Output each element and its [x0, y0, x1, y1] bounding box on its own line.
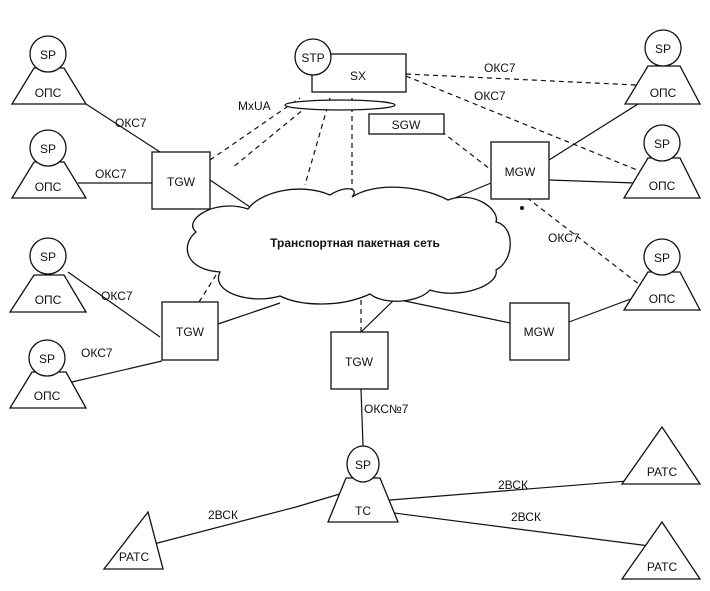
link-sx-ops-tr [405, 73, 637, 86]
link-tgw-left-cloud-dash [198, 271, 219, 303]
sp-label: SP [40, 250, 56, 264]
link-mgw-ops-mr [548, 179, 636, 184]
mxua-label: MxUA [238, 99, 271, 113]
mxua: MxUA [238, 99, 396, 113]
ops-node-mid-left: SP ОПС [10, 129, 88, 199]
ratc-right-1: РАТС [620, 425, 702, 485]
link-ops-tl-tgw [85, 103, 161, 153]
ops-node-mid-right: SP ОПС [622, 124, 702, 199]
tgw-bottom: TGW [330, 331, 389, 390]
sp-label: SP [654, 137, 670, 151]
link-ops-bl2-tgw [71, 360, 163, 383]
link-label-okc7: ОКС7 [484, 61, 516, 75]
link-mgw-ops-tr [548, 103, 639, 161]
sgw-node: SGW [368, 113, 445, 135]
mgw-bottom: MGW [509, 302, 570, 361]
tc-label: ТС [355, 504, 371, 518]
link-label-okc7: ОКС7 [548, 231, 580, 245]
ops-node-top-right: SP ОПС [623, 29, 702, 105]
link-label-okc7: ОКС7 [101, 289, 133, 303]
ops-label: ОПС [35, 86, 62, 100]
tgw-left-label: TGW [176, 325, 205, 339]
ops-node-bottom-left-2: SP ОПС [8, 339, 88, 409]
link-ops-bl1-tgw [67, 271, 161, 338]
link-label-okc7: ОКС7 [115, 116, 147, 130]
link-tgw-bottom-cloud [360, 298, 396, 333]
tc-node: SP ТС [327, 445, 399, 523]
ops-node-bottom-left-1: SP ОПС [8, 237, 88, 313]
sp-label: SP [654, 251, 670, 265]
ops-label: ОПС [649, 179, 676, 193]
sx-node: SX STP [294, 38, 407, 93]
link-tc-ratc-r1 [339, 479, 641, 505]
sgw-label: SGW [392, 118, 421, 132]
mgw-bottom-label: MGW [524, 325, 555, 339]
link-mgw-bottom-ops-r3 [568, 296, 637, 323]
link-mxua-cloud-1 [304, 97, 331, 186]
stp-label: STP [301, 51, 324, 65]
ratc-label: РАТС [119, 550, 150, 564]
ops-label: ОПС [35, 293, 62, 307]
cloud-label: Транспортная пакетная сеть [270, 236, 440, 250]
link-sgw-ops-r3 [419, 114, 641, 286]
tgw-top-label: TGW [167, 175, 196, 189]
ratc-label: РАТС [647, 560, 678, 574]
link-tgw-bottom-tc [360, 388, 364, 447]
sp-label: SP [39, 352, 55, 366]
ratc-right-2: РАТС [620, 520, 702, 580]
sp-label: SP [355, 458, 371, 472]
tgw-top: TGW [151, 151, 211, 210]
ratc-label: РАТС [647, 465, 678, 479]
ops-label: ОПС [650, 86, 677, 100]
ops-label: ОПС [649, 292, 676, 306]
ops-node-right-3: SP ОПС [622, 238, 702, 311]
link-cloud-mgw-bottom [399, 299, 511, 324]
stray-dot [520, 206, 524, 210]
link-tgw-left-cloud [217, 302, 281, 325]
tgw-left: TGW [161, 301, 219, 361]
link-label-2bck: 2ВСК [498, 478, 528, 492]
link-label-2bck: 2ВСК [208, 508, 238, 522]
tgw-bottom-label: TGW [345, 355, 374, 369]
link-label-2bck: 2ВСК [511, 510, 541, 524]
link-tgw-top-mxua [209, 97, 301, 161]
ops-label: ОПС [35, 180, 62, 194]
link-label-okcn7: ОКС№7 [364, 402, 409, 416]
link-tc-ratc-l-2 [149, 506, 297, 546]
link-tgw-top-cloud [209, 179, 251, 208]
link-label-okc7: ОКС7 [95, 167, 127, 181]
sp-label: SP [40, 48, 56, 62]
link-label-okc7: ОКС7 [474, 89, 506, 103]
link-label-okc7: ОКС7 [81, 346, 113, 360]
sx-label: SX [350, 69, 366, 83]
mgw-top: MGW [490, 141, 550, 200]
link-sx-ops-mr [405, 75, 643, 173]
link-labels: ОКС7 ОКС7 ОКС7 ОКС7 ОКС7 ОКС7 ОКС7 ОКС№7… [81, 61, 580, 524]
links [67, 73, 666, 549]
sp-label: SP [40, 142, 56, 156]
ops-node-top-left: SP ОПС [10, 35, 88, 105]
mgw-top-label: MGW [505, 165, 536, 179]
transport-packet-network-cloud: Транспортная пакетная сеть [186, 186, 511, 305]
sp-label: SP [655, 42, 671, 56]
ops-label: ОПС [34, 389, 61, 403]
ratc-left: РАТС [102, 510, 164, 570]
